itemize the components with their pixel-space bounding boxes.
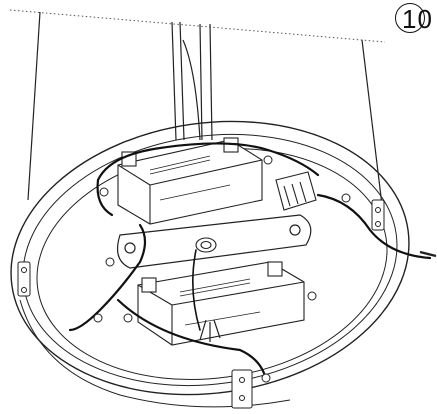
ring-clips xyxy=(17,199,385,409)
ground-wire xyxy=(199,250,437,342)
step-number-circle xyxy=(395,3,425,33)
mounting-screws xyxy=(93,155,351,383)
terminal-block xyxy=(275,171,317,211)
ceiling-line xyxy=(9,9,386,43)
lower-led-driver xyxy=(137,261,305,346)
upper-led-driver xyxy=(117,137,263,225)
power-cable xyxy=(68,142,432,382)
step-number-text: 10 xyxy=(402,4,433,34)
ceiling-rods xyxy=(27,11,383,206)
cable-gland xyxy=(195,237,217,253)
step-number-label: 10 xyxy=(395,2,437,36)
